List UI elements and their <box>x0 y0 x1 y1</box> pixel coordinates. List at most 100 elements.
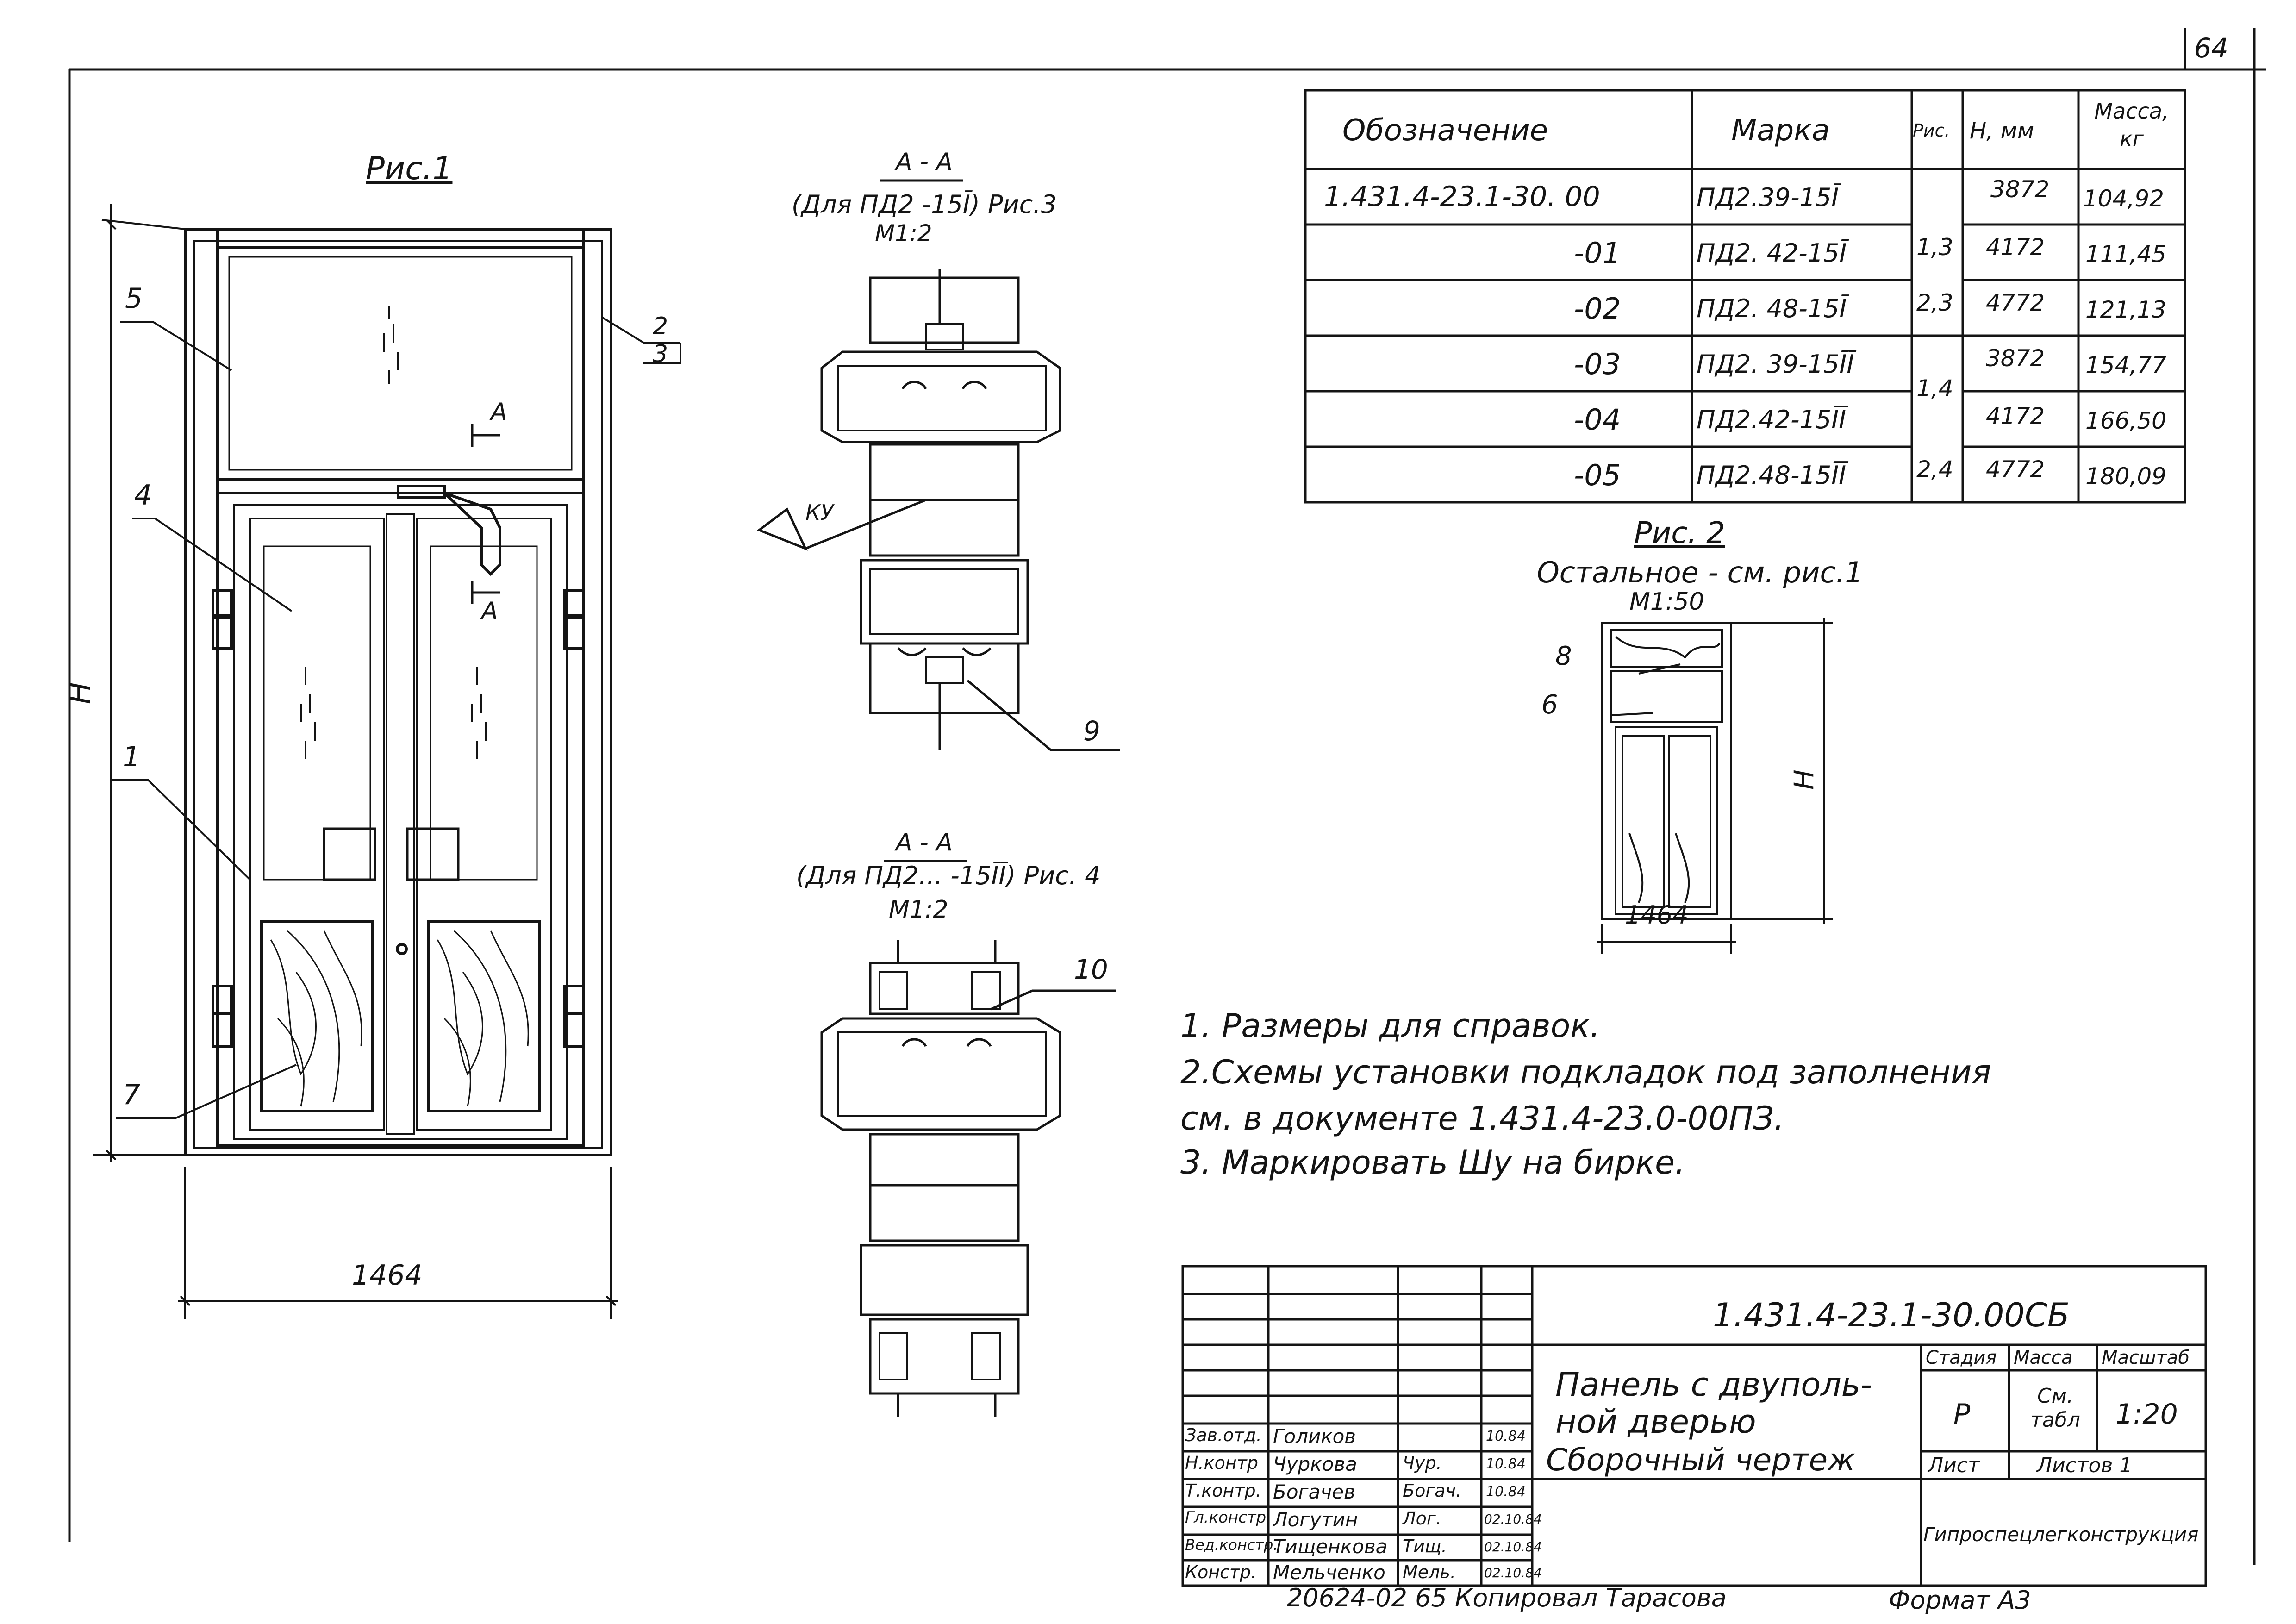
fig1-dimension-width: 1464 <box>352 1259 423 1292</box>
spec-header-mark: Марка <box>1731 113 1830 148</box>
section-a1-profile <box>756 179 1120 751</box>
note-1: 1. Размеры для справок. <box>1180 1007 1600 1045</box>
section-a2-profile <box>820 860 1116 1417</box>
spec-row-4-fig: 1,4 <box>1916 375 1953 402</box>
title-block-scale: 1:20 <box>2115 1398 2178 1430</box>
section-a1-subtitle: (Для ПД2 -15Ī) Рис.3 <box>792 190 1057 219</box>
title-block-stage-header: Стадия <box>1926 1347 1997 1368</box>
fig1-door-panel <box>184 228 612 1156</box>
spec-row-2-mark: ПД2. 48-15Ī <box>1697 294 1847 323</box>
title-block-grid <box>1181 1265 2207 1587</box>
title-block-name-line2: ной дверью <box>1555 1403 1756 1441</box>
spec-header-designation: Обозначение <box>1342 113 1548 148</box>
fig2-dimension-width: 1464 <box>1625 900 1689 930</box>
section-a1-scale: М1:2 <box>875 220 932 247</box>
note-3: 3. Маркировать Шу на бирке. <box>1180 1143 1685 1181</box>
spec-header-fig: Рис. <box>1913 120 1950 141</box>
fig1-callout-5: 5 <box>125 282 143 315</box>
sign-row-4-date: 02.10.84 <box>1484 1539 1542 1555</box>
note-2-continued: см. в документе 1.431.4-23.0-00ПЗ. <box>1180 1099 1784 1137</box>
footer-copy-info: 20624-02 65 Копировал Тарасова <box>1287 1583 1727 1612</box>
spec-header-h: H, мм <box>1970 118 2034 144</box>
fig1-callout-1: 1 <box>123 741 141 773</box>
sign-row-1-date: 10.84 <box>1486 1456 1526 1472</box>
sign-row-0-date: 10.84 <box>1486 1428 1526 1444</box>
title-block-organization: Гипроспецлегконструкция <box>1923 1523 2199 1546</box>
sign-row-2-name: Богачев <box>1273 1480 1355 1503</box>
fig1-callout-2: 2 <box>653 312 668 340</box>
spec-row-2-mass: 121,13 <box>2085 296 2166 323</box>
spec-row-1-designation: -01 <box>1574 236 1621 270</box>
spec-row-5-designation: -05 <box>1574 458 1621 492</box>
spec-row-2-fig: 2,3 <box>1916 289 1953 316</box>
spec-row-0-mark: ПД2.39-15Ī <box>1697 183 1839 212</box>
sign-row-3-date: 02.10.84 <box>1484 1512 1542 1527</box>
title-block-mass: См. табл <box>2030 1384 2080 1432</box>
sign-row-3-sign: Лог. <box>1403 1508 1441 1529</box>
sign-row-5-date: 02.10.84 <box>1484 1565 1542 1580</box>
sign-row-5-name: Мельченко <box>1273 1561 1385 1584</box>
spec-table-grid <box>1304 89 2186 504</box>
spec-row-4-h: 4172 <box>1986 403 2045 430</box>
title-block-sheets-label: Листов 1 <box>2037 1454 2133 1477</box>
spec-row-2-h: 4772 <box>1986 289 2045 316</box>
spec-row-4-mark: ПД2.42-15ĪĪ <box>1697 405 1847 434</box>
title-block-stage: Р <box>1953 1398 1971 1430</box>
spec-row-4-mass: 166,50 <box>2085 407 2166 434</box>
fig1-section-mark-bottom: A <box>481 597 498 625</box>
section-a2-subtitle: (Для ПД2... -15ĪĪ) Рис. 4 <box>796 861 1101 890</box>
section-a1-callout-9: 9 <box>1083 715 1100 747</box>
fig2-elevation <box>1597 618 1833 954</box>
spec-row-0-designation: 1.431.4-23.1-30. 00 <box>1324 181 1600 213</box>
fig1-dimension-height: H <box>63 681 98 705</box>
spec-row-0-mass: 104,92 <box>2083 185 2164 212</box>
fig1-title: Рис.1 <box>366 150 453 187</box>
spec-row-5-h: 4772 <box>1986 456 2045 483</box>
spec-row-1-mass: 111,45 <box>2085 241 2166 268</box>
sign-row-1-role: Н.контр <box>1185 1453 1258 1473</box>
spec-row-0-h: 3872 <box>1990 176 2050 203</box>
sign-row-4-sign: Тищ. <box>1403 1536 1447 1556</box>
fig2-callout-8: 8 <box>1555 641 1572 671</box>
fig1-callout-7: 7 <box>123 1079 141 1111</box>
sign-row-0-name: Голиков <box>1273 1425 1356 1448</box>
sign-row-1-name: Чуркова <box>1273 1453 1357 1475</box>
fig1-section-mark-top: A <box>491 398 507 426</box>
sign-row-3-name: Логутин <box>1273 1508 1358 1531</box>
section-a2-title: A - A <box>896 829 953 856</box>
spec-row-5-mass: 180,09 <box>2085 463 2166 490</box>
title-block-name-line3: Сборочный чертеж <box>1546 1442 1855 1478</box>
section-a1-title: A - A <box>896 148 953 176</box>
title-block-name-line1: Панель с двуполь- <box>1555 1366 1872 1404</box>
spec-header-mass: Масса, кг <box>2094 99 2169 151</box>
fig2-dimension-height: H <box>1788 769 1820 790</box>
fig2-scale: М1:50 <box>1629 588 1704 616</box>
spec-row-3-designation: -03 <box>1574 347 1621 381</box>
spec-row-4-designation: -04 <box>1574 403 1621 437</box>
title-block-doc-code: 1.431.4-23.1-30.00СБ <box>1713 1296 2070 1334</box>
title-block-sheet-label: Лист <box>1928 1454 1980 1477</box>
spec-row-5-mark: ПД2.48-15ĪĪ <box>1697 461 1847 490</box>
section-a2-callout-10: 10 <box>1074 954 1108 985</box>
spec-row-3-mark: ПД2. 39-15ĪĪ <box>1697 350 1854 379</box>
title-block-scale-header: Масштаб <box>2102 1347 2190 1368</box>
section-a2-scale: М1:2 <box>889 896 948 924</box>
sign-row-4-role: Вед.констр. <box>1185 1536 1278 1554</box>
fig1-callout-3: 3 <box>653 340 668 368</box>
spec-row-1-fig: 1,3 <box>1916 234 1953 261</box>
spec-row-1-mark: ПД2. 42-15Ī <box>1697 238 1847 268</box>
sign-row-5-sign: Мель. <box>1403 1562 1456 1582</box>
note-2: 2.Схемы установки подкладок под заполнен… <box>1180 1053 1991 1091</box>
sign-row-2-role: Т.контр. <box>1185 1480 1261 1501</box>
sheet-border <box>68 28 2266 1565</box>
fig2-subtitle: Остальное - см. рис.1 <box>1537 556 1863 589</box>
title-block-mass-header: Масса <box>2014 1347 2073 1368</box>
fig2-callout-6: 6 <box>1541 690 1558 720</box>
sign-row-2-sign: Богач. <box>1403 1480 1462 1501</box>
spec-row-3-mass: 154,77 <box>2085 352 2166 379</box>
footer-format: Формат А3 <box>1889 1586 2031 1615</box>
section-a1-label-ku: КУ <box>805 500 834 525</box>
sign-row-5-role: Констр. <box>1185 1562 1257 1582</box>
sign-row-3-role: Гл.констр. <box>1185 1508 1271 1527</box>
